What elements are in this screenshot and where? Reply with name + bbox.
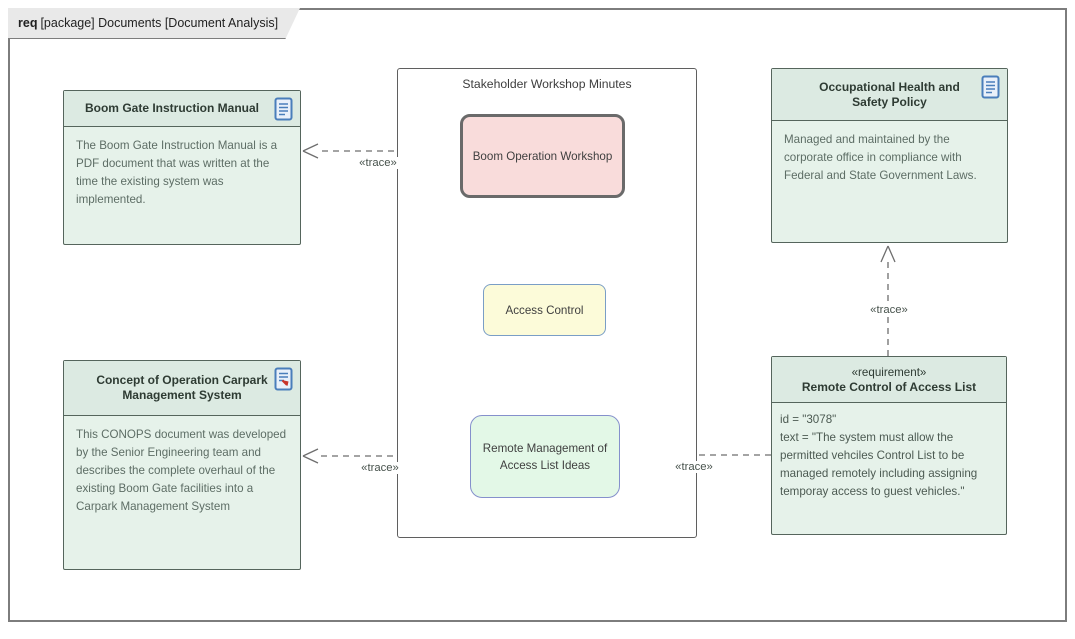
node-requirement-remote-control[interactable]: «requirement» Remote Control of Access L… (771, 356, 1007, 535)
trace-label: «trace» (673, 461, 715, 473)
node-title-text: Remote Control of Access List (801, 379, 977, 394)
diagram-frame-tab: req [package] Documents [Document Analys… (8, 8, 300, 39)
document-icon (981, 75, 1000, 103)
requirement-text: text = "The system must allow the permit… (780, 431, 978, 498)
node-title-text: Concept of Operation Carpark Management … (96, 373, 268, 402)
node-ohs-policy[interactable]: Occupational Health and Safety Policy Ma… (771, 68, 1008, 243)
node-label: Boom Operation Workshop (472, 149, 613, 163)
node-body-text: Managed and maintained by the corporate … (784, 133, 977, 182)
trace-label: «trace» (868, 304, 910, 316)
trace-label: «trace» (359, 462, 401, 474)
container-title: Stakeholder Workshop Minutes (462, 77, 632, 91)
node-boom-gate-instruction-manual[interactable]: Boom Gate Instruction Manual The Boom Ga… (63, 90, 301, 245)
document-icon (274, 97, 293, 125)
node-conops[interactable]: Concept of Operation Carpark Management … (63, 360, 301, 570)
node-remote-management[interactable]: Remote Management of Access List Ideas (470, 415, 620, 498)
node-body-text: This CONOPS document was developed by th… (76, 428, 287, 513)
node-title: «requirement» Remote Control of Access L… (772, 357, 1006, 403)
trace-label: «trace» (357, 157, 399, 169)
node-access-control[interactable]: Access Control (483, 284, 606, 336)
node-title: Boom Gate Instruction Manual (64, 91, 300, 127)
document-export-icon (274, 367, 293, 395)
node-boom-operation-workshop[interactable]: Boom Operation Workshop (460, 114, 625, 198)
node-title-text: Boom Gate Instruction Manual (84, 101, 259, 115)
node-title: Concept of Operation Carpark Management … (64, 361, 300, 416)
node-title: Occupational Health and Safety Policy (772, 69, 1007, 121)
frame-label-keyword: req (18, 16, 38, 30)
node-title-text: Occupational Health and Safety Policy (819, 79, 960, 109)
diagram-frame-label: req [package] Documents [Document Analys… (8, 8, 300, 38)
requirement-id: id = "3078" (780, 413, 837, 426)
node-label: Remote Management of Access List Ideas (482, 441, 608, 472)
requirement-stereotype: «requirement» (851, 365, 927, 379)
frame-label-text: [package] Documents [Document Analysis] (40, 16, 279, 30)
node-label: Access Control (505, 303, 584, 317)
node-body-text: The Boom Gate Instruction Manual is a PD… (76, 139, 278, 206)
node-body-text: id = "3078" text = "The system must allo… (772, 403, 1006, 509)
